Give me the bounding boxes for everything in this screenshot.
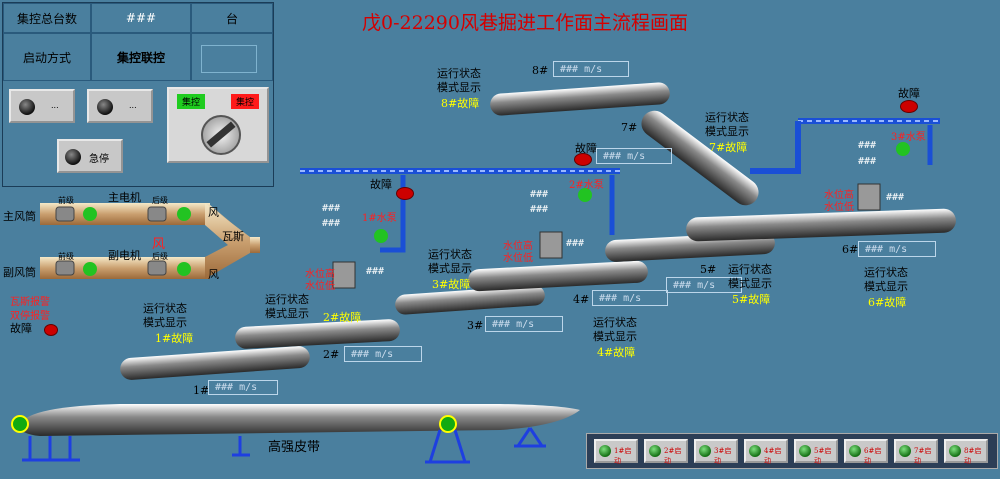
belt7-speed: ### m/s bbox=[596, 148, 672, 164]
rotary-knob-icon[interactable] bbox=[201, 115, 241, 155]
mode-indicator-cell bbox=[191, 33, 273, 81]
roller-icon bbox=[439, 415, 457, 433]
led-icon bbox=[799, 445, 811, 457]
gas-label: 瓦斯 bbox=[222, 230, 244, 243]
pump1-fault-lamp bbox=[396, 187, 414, 200]
belt5-fault: 5#故障 bbox=[732, 293, 771, 306]
bottom-button-bar: 1#启动 2#启动 3#启动 4#启动 5#启动 6#启动 7#启动 8#启动 bbox=[586, 433, 998, 469]
main-motor-label: 主电机 bbox=[108, 191, 141, 204]
belt8-speed: ### m/s bbox=[553, 61, 629, 77]
start-mode-label: 启动方式 bbox=[3, 33, 91, 81]
water-tank-icon bbox=[857, 183, 881, 211]
total-value: ### bbox=[91, 3, 191, 33]
led-icon bbox=[65, 149, 81, 165]
fan-motor-icon bbox=[147, 260, 167, 276]
belt6-speed: ### m/s bbox=[858, 241, 936, 257]
pump3-label: 3#水泵 bbox=[891, 132, 926, 143]
led-icon bbox=[699, 445, 711, 457]
fan-icon bbox=[83, 207, 191, 276]
belt3-speed: ### m/s bbox=[485, 316, 563, 332]
led-icon bbox=[849, 445, 861, 457]
pump-icon bbox=[578, 188, 592, 202]
pump-icon bbox=[896, 142, 910, 156]
page-title: 戊0-22290风巷掘进工作面主流程画面 bbox=[362, 12, 688, 34]
start-button-belt2[interactable]: 2#启动 bbox=[644, 439, 688, 465]
start-mode-value: 集控联控 bbox=[91, 33, 191, 81]
pump2-fault-lamp bbox=[574, 153, 592, 166]
start-button-belt5[interactable]: 5#启动 bbox=[794, 439, 838, 465]
pump-icon bbox=[374, 229, 388, 243]
pump1-label: 1#水泵 bbox=[362, 213, 397, 224]
total-label: 集控总台数 bbox=[3, 3, 91, 33]
total-unit: 台 bbox=[191, 3, 273, 33]
led-icon bbox=[19, 99, 35, 115]
water-tank-icon bbox=[539, 231, 563, 259]
belt2-fault: 2#故障 bbox=[323, 311, 362, 324]
double-stop-alarm-label: 双停报警 bbox=[10, 311, 50, 322]
start-button-belt8[interactable]: 8#启动 bbox=[944, 439, 988, 465]
start-button-1[interactable]: ... bbox=[9, 89, 75, 123]
belt8-fault: 8#故障 bbox=[441, 97, 480, 110]
aux-motor-label: 副电机 bbox=[108, 249, 141, 262]
fault-lamp bbox=[44, 324, 58, 336]
belt2-speed: ### m/s bbox=[344, 346, 422, 362]
belt-supports bbox=[22, 427, 546, 464]
belt7-fault: 7#故障 bbox=[709, 141, 748, 154]
fan-motor-icon bbox=[55, 260, 75, 276]
belt6-fault: 6#故障 bbox=[868, 296, 907, 309]
led-icon bbox=[97, 99, 113, 115]
start-button-2[interactable]: ... bbox=[87, 89, 153, 123]
conveyor-belts bbox=[120, 82, 956, 380]
belt4-fault: 4#故障 bbox=[597, 346, 636, 359]
fan-motor-icon bbox=[147, 206, 167, 222]
aux-air-duct bbox=[40, 257, 210, 279]
local-control-lamp: 集控 bbox=[177, 94, 205, 109]
pump3-fault-lamp bbox=[900, 100, 918, 113]
main-belt bbox=[19, 404, 581, 436]
belt1-fault: 1#故障 bbox=[155, 332, 194, 345]
remote-control-lamp: 集控 bbox=[231, 94, 259, 109]
led-icon bbox=[649, 445, 661, 457]
belt1-speed: ### m/s bbox=[208, 380, 278, 395]
led-icon bbox=[599, 445, 611, 457]
led-icon bbox=[899, 445, 911, 457]
start-button-belt4[interactable]: 4#启动 bbox=[744, 439, 788, 465]
aux-duct-label: 副风筒 bbox=[3, 266, 36, 279]
belt4-speed: ### m/s bbox=[592, 290, 668, 306]
fan-motor-icon bbox=[55, 206, 75, 222]
start-button-belt6[interactable]: 6#启动 bbox=[844, 439, 888, 465]
led-icon bbox=[749, 445, 761, 457]
emergency-stop-button[interactable]: 急停 bbox=[57, 139, 123, 173]
ventilation-diagram bbox=[40, 203, 260, 279]
pump2-label: 2#水泵 bbox=[569, 180, 604, 191]
belt3-fault: 3#故障 bbox=[432, 278, 471, 291]
mode-switch[interactable]: 集控 集控 bbox=[167, 87, 269, 163]
control-panel: 集控总台数 ### 台 启动方式 集控联控 ... ... 急停 集控 集控 bbox=[2, 2, 274, 187]
roller-icon bbox=[11, 415, 29, 433]
duct-junction bbox=[205, 203, 250, 279]
main-belt-label: 高强皮带 bbox=[268, 440, 321, 455]
water-tank-icon bbox=[332, 261, 356, 289]
belt5-speed: ### m/s bbox=[666, 277, 742, 293]
start-button-belt7[interactable]: 7#启动 bbox=[894, 439, 938, 465]
main-duct-label: 主风筒 bbox=[3, 210, 36, 223]
mode-indicator-box bbox=[201, 45, 257, 73]
gas-alarm-label: 瓦斯报警 bbox=[10, 297, 50, 308]
start-button-belt3[interactable]: 3#启动 bbox=[694, 439, 738, 465]
led-icon bbox=[949, 445, 961, 457]
start-button-belt1[interactable]: 1#启动 bbox=[594, 439, 638, 465]
